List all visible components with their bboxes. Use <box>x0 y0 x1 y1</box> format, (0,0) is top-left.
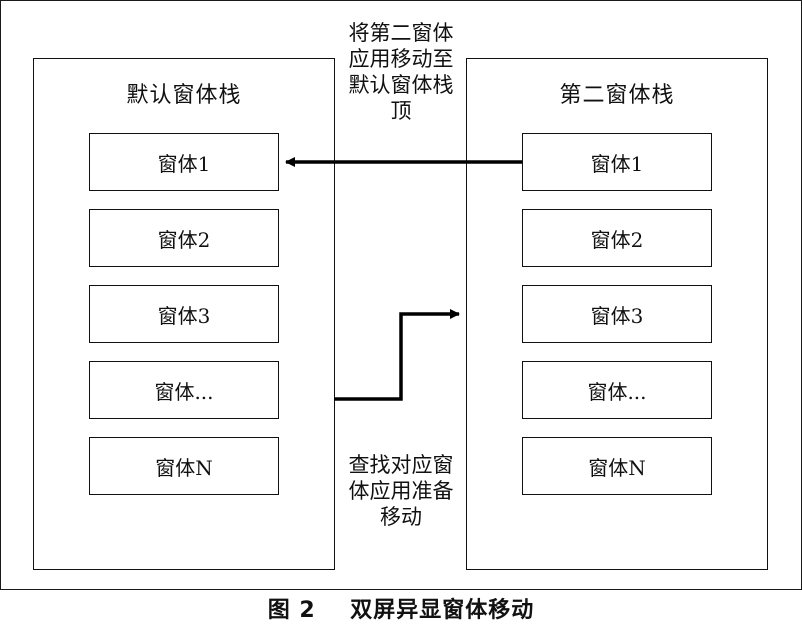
note-find-line-1: 查找对应窗 <box>348 453 454 477</box>
note-find-line-3: 移动 <box>380 505 422 529</box>
note-move-line-1: 将第二窗体 <box>348 21 454 45</box>
left-window-3: 窗体3 <box>89 285 279 343</box>
figure-caption: 图 2 双屏异显窗体移动 <box>0 592 802 624</box>
note-move-to-top: 将第二窗体 应用移动至 默认窗体栈 顶 <box>336 20 466 124</box>
left-window-2: 窗体2 <box>89 209 279 267</box>
right-window-ellipsis: 窗体... <box>522 361 712 419</box>
right-window-3: 窗体3 <box>522 285 712 343</box>
left-window-1: 窗体1 <box>89 133 279 191</box>
note-move-line-4: 顶 <box>390 99 412 123</box>
figure-title: 双屏异显窗体移动 <box>350 598 535 623</box>
right-window-2: 窗体2 <box>522 209 712 267</box>
note-move-line-3: 默认窗体栈 <box>348 73 454 97</box>
left-window-n: 窗体N <box>89 437 279 495</box>
note-find-app: 查找对应窗 体应用准备 移动 <box>336 452 466 530</box>
default-stack-title: 默认窗体栈 <box>126 83 242 108</box>
figure-label: 图 2 <box>267 598 316 623</box>
right-window-1: 窗体1 <box>522 133 712 191</box>
note-move-line-2: 应用移动至 <box>348 47 454 71</box>
note-find-line-2: 体应用准备 <box>348 479 454 503</box>
arrow-find-and-prepare <box>334 309 460 401</box>
second-stack-title: 第二窗体栈 <box>559 83 675 108</box>
left-window-ellipsis: 窗体... <box>89 361 279 419</box>
right-window-n: 窗体N <box>522 437 712 495</box>
